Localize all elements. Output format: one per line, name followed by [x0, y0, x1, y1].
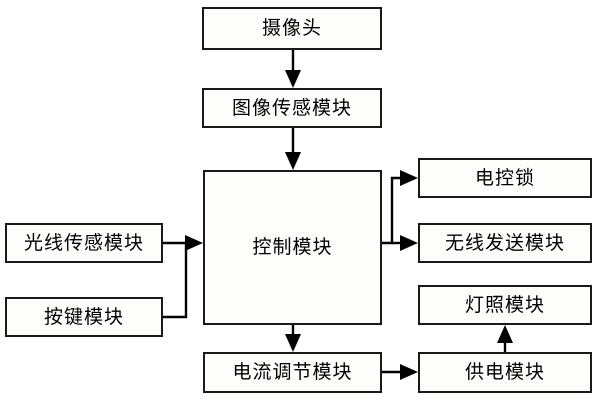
node-current-regulation-label: 电流调节模块	[232, 361, 353, 383]
node-light-sensor[interactable]: 光线传感模块	[5, 223, 163, 263]
node-image-sensor-label: 图像传感模块	[231, 96, 352, 119]
node-current-regulation[interactable]: 电流调节模块	[203, 352, 382, 393]
node-power-supply[interactable]: 供电模块	[418, 352, 592, 393]
node-key-module-label: 按键模块	[43, 305, 124, 328]
node-electronic-lock-label: 电控锁	[474, 166, 535, 189]
edge-control-to-wireless	[392, 235, 418, 251]
edge-control-to-lock	[382, 170, 418, 245]
node-wireless-module-label: 无线发送模块	[444, 231, 565, 254]
edge-key-to-control	[163, 243, 188, 319]
edge-camera-to-image-sensor	[285, 50, 301, 88]
node-control-module[interactable]: 控制模块	[203, 170, 382, 325]
node-camera-label: 摄像头	[261, 17, 322, 39]
edge-light-sensor-to-control	[163, 235, 203, 251]
node-camera[interactable]: 摄像头	[202, 7, 382, 50]
edge-power-to-lighting	[497, 325, 513, 352]
node-lighting-module[interactable]: 灯照模块	[418, 285, 592, 325]
node-image-sensor[interactable]: 图像传感模块	[202, 88, 382, 128]
node-lighting-module-label: 灯照模块	[464, 293, 545, 316]
node-wireless-module[interactable]: 无线发送模块	[418, 223, 592, 263]
edge-control-to-current	[285, 325, 301, 352]
node-light-sensor-label: 光线传感模块	[23, 231, 144, 254]
node-electronic-lock[interactable]: 电控锁	[418, 158, 592, 198]
node-power-supply-label: 供电模块	[464, 361, 545, 383]
node-control-module-label: 控制模块	[252, 236, 333, 258]
edge-current-to-power	[382, 364, 418, 380]
node-key-module[interactable]: 按键模块	[5, 297, 163, 337]
edge-image-sensor-to-control	[285, 128, 301, 170]
